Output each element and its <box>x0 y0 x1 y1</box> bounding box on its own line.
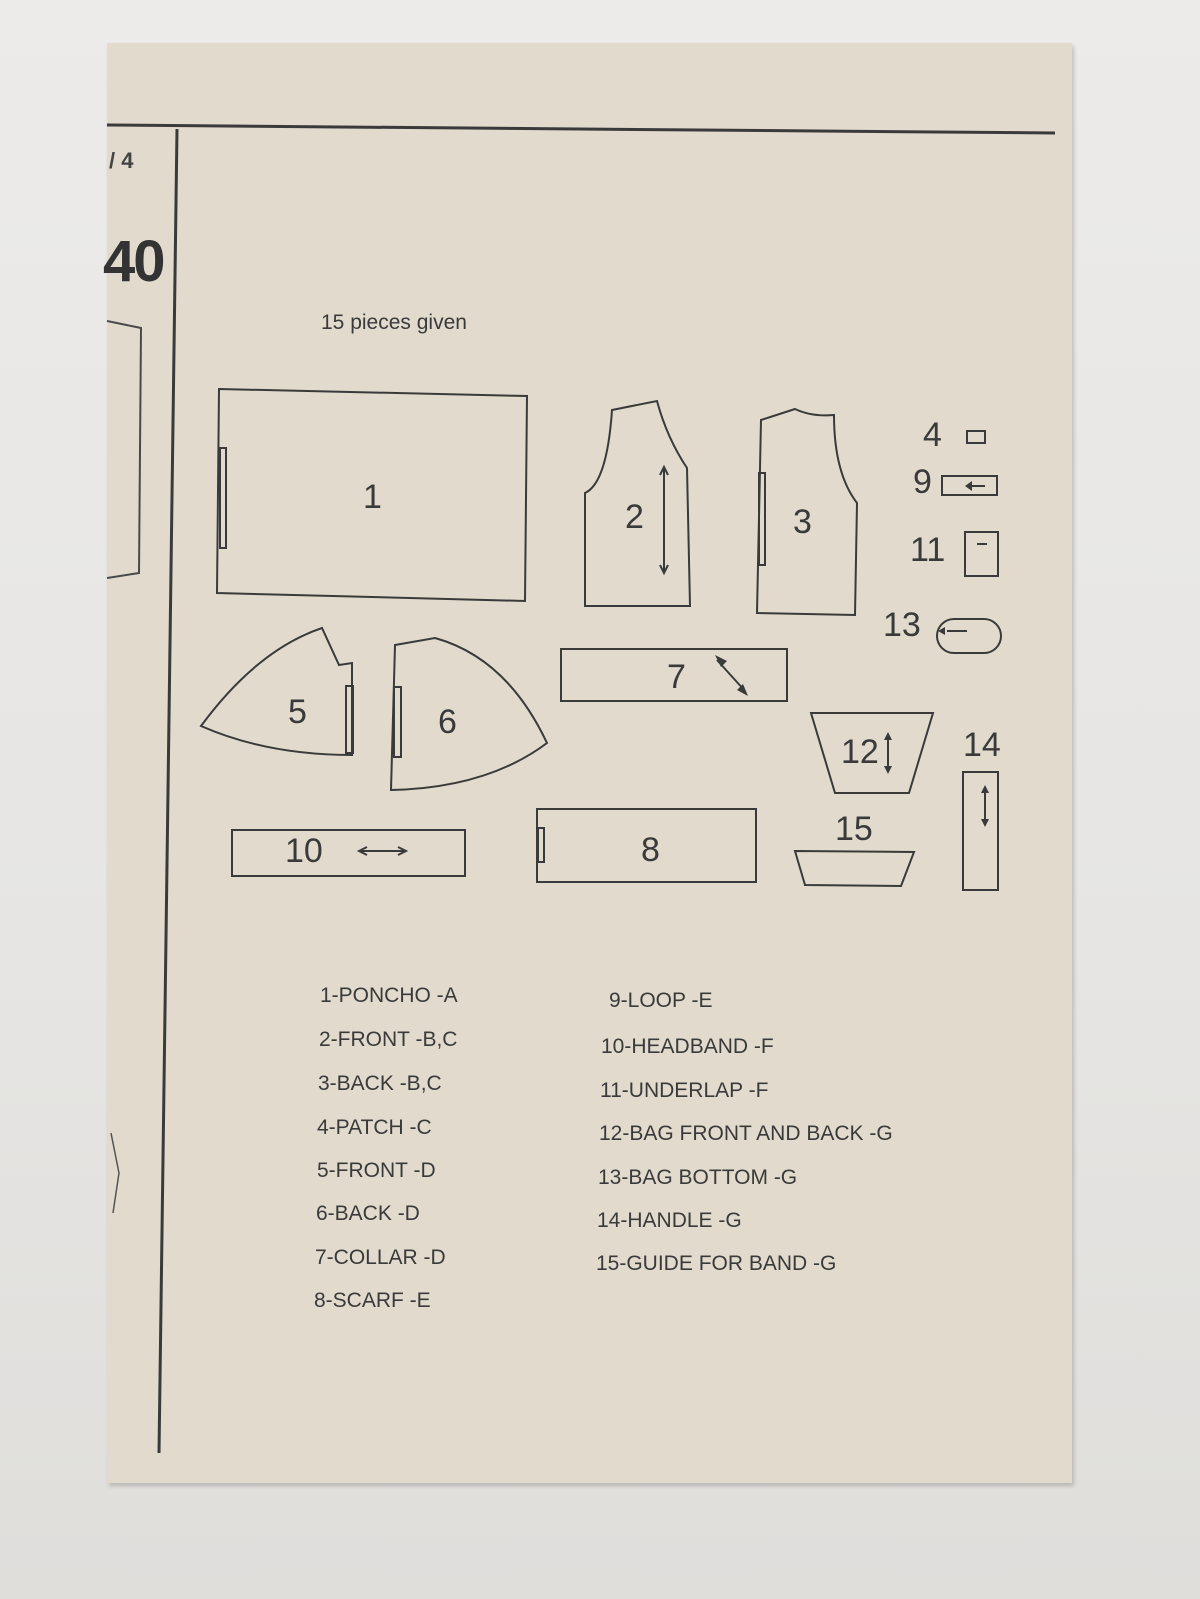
piece-label-11: 11 <box>910 531 946 569</box>
pattern-pieces-diagram <box>107 123 1056 1454</box>
piece-1-fold-mark <box>219 447 227 549</box>
piece-6-outline <box>389 636 549 792</box>
piece-13-outline <box>936 618 1002 654</box>
piece-14-arrowhead-bottom <box>981 819 989 827</box>
piece-10-arrow-right <box>397 846 409 856</box>
piece-label-7: 7 <box>667 658 686 696</box>
piece-3-fold-mark <box>758 472 766 566</box>
legend-item: 2-FRONT -B,C <box>319 1028 458 1051</box>
piece-label-6: 6 <box>438 703 457 741</box>
legend-item: 6-BACK -D <box>316 1202 420 1225</box>
legend-item: 7-COLLAR -D <box>315 1246 446 1269</box>
legend-item: 5-FRONT -D <box>317 1159 436 1182</box>
piece-12-outline <box>809 712 935 794</box>
piece-6-fold-mark <box>393 686 402 758</box>
piece-7-arrowhead-a <box>715 655 727 667</box>
legend-item: 8-SCARF -E <box>314 1289 431 1312</box>
piece-7-outline <box>560 648 788 702</box>
piece-2-arrow-bottom <box>659 564 669 576</box>
top-rule <box>107 123 1056 135</box>
piece-5-fold-mark <box>345 685 354 754</box>
piece-label-15: 15 <box>835 810 873 848</box>
left-rule <box>157 128 179 1454</box>
piece-label-1: 1 <box>363 478 382 516</box>
legend-item: 4-PATCH -C <box>317 1116 432 1139</box>
legend-item: 15-GUIDE FOR BAND -G <box>596 1252 837 1275</box>
piece-label-5: 5 <box>288 693 307 731</box>
partial-mark <box>110 1132 120 1214</box>
piece-8-fold-mark <box>537 827 545 863</box>
page-fraction: / 4 <box>109 148 134 173</box>
piece-13-arrowhead <box>938 627 945 635</box>
piece-12-arrowhead-top <box>884 732 892 740</box>
legend-item: 10-HEADBAND -F <box>601 1035 774 1058</box>
legend-item: 1-PONCHO -A <box>320 984 458 1007</box>
piece-2-outline <box>584 399 692 607</box>
piece-12-arrowhead-bottom <box>884 766 892 774</box>
piece-14-outline <box>962 771 999 891</box>
pattern-instruction-sheet: / 4 40 15 pieces given 1 2 3 4 5 6 7 8 9… <box>103 43 1072 1483</box>
piece-2-arrow-top <box>659 464 669 476</box>
piece-9-arrowhead <box>965 481 972 491</box>
piece-label-3: 3 <box>793 503 812 541</box>
legend-item: 13-BAG BOTTOM -G <box>598 1166 798 1189</box>
legend-item: 11-UNDERLAP -F <box>600 1079 769 1102</box>
piece-label-12: 12 <box>841 733 879 771</box>
pattern-number-fragment: 40 <box>103 229 165 294</box>
legend-item: 12-BAG FRONT AND BACK -G <box>599 1122 893 1145</box>
piece-9-outline <box>941 475 998 496</box>
piece-label-4: 4 <box>923 416 942 454</box>
piece-14-arrowhead-top <box>981 785 989 793</box>
piece-10-arrow-left <box>356 846 368 856</box>
piece-label-2: 2 <box>625 498 644 536</box>
piece-label-14: 14 <box>963 726 1001 764</box>
piece-label-13: 13 <box>883 606 921 644</box>
piece-7-arrowhead-b <box>737 684 748 696</box>
piece-15-outline <box>793 849 916 888</box>
legend-item: 9-LOOP -E <box>609 989 713 1012</box>
piece-label-8: 8 <box>641 831 660 869</box>
pieces-given-note: 15 pieces given <box>321 311 467 334</box>
piece-11-outline <box>964 531 999 577</box>
piece-label-9: 9 <box>913 463 932 501</box>
piece-10-outline <box>231 829 466 877</box>
piece-3-outline <box>755 407 859 617</box>
legend-item: 14-HANDLE -G <box>597 1209 742 1232</box>
legend-item: 3-BACK -B,C <box>318 1072 442 1095</box>
piece-5-outline <box>199 626 353 757</box>
piece-4-outline <box>966 430 986 444</box>
piece-label-10: 10 <box>285 832 323 870</box>
partial-piece-outline <box>107 320 143 579</box>
piece-1-outline <box>215 387 529 603</box>
